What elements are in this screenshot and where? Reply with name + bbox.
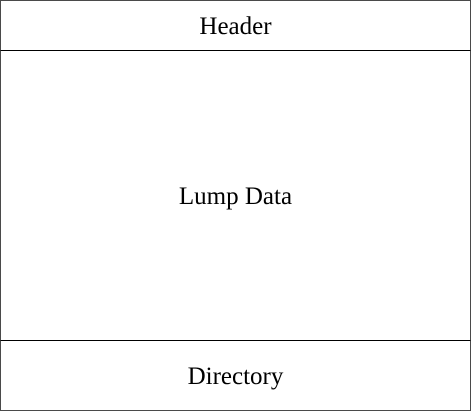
lump-data-label: Lump Data [178, 183, 293, 210]
header-block: Header [0, 0, 471, 51]
directory-block: Directory [0, 340, 471, 411]
directory-label: Directory [187, 363, 284, 390]
lump-data-block: Lump Data [0, 50, 471, 341]
header-label: Header [199, 13, 272, 40]
